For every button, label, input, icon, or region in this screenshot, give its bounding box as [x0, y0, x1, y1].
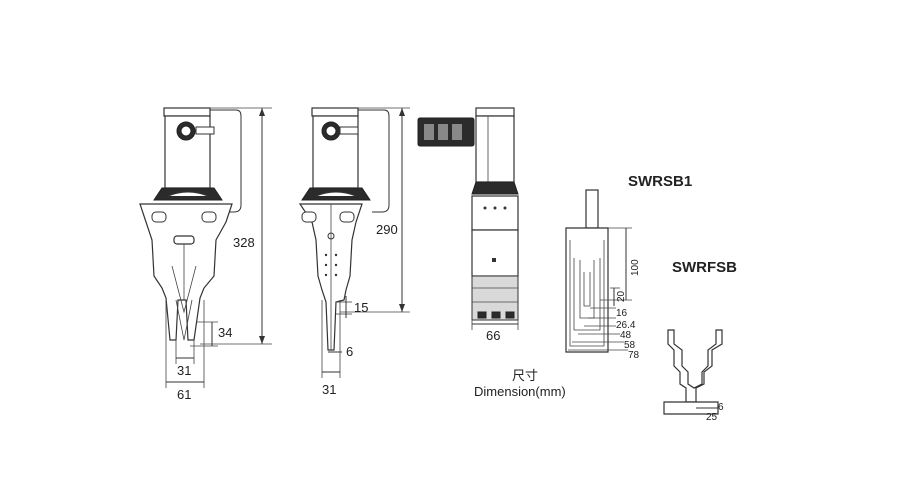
front-jaw-dim: 31: [177, 363, 191, 378]
swrsb1-height-dim: 100: [630, 259, 641, 276]
front-view: [139, 107, 272, 388]
dimension-caption-english: Dimension(mm): [474, 384, 566, 399]
front-tip-dim: 34: [218, 325, 232, 340]
side-height-dim: 290: [376, 222, 398, 237]
side-step-dim: 15: [354, 300, 368, 315]
rear-view: [417, 107, 519, 330]
swrfsb-jaw: [663, 329, 723, 415]
swrfsb-d25-dim: 25: [706, 412, 718, 423]
swrsb1-d26-4-dim: 26.4: [616, 320, 636, 331]
swrsb1-title: SWRSB1: [628, 173, 692, 190]
front-height-dim: 328: [233, 235, 255, 250]
swrsb1-d78-dim: 78: [628, 350, 640, 361]
side-tip-dim: 6: [346, 344, 353, 359]
swrsb1-d58-dim: 58: [624, 340, 636, 351]
swrsb1-d48-dim: 48: [620, 330, 632, 341]
rear-width-dim: 66: [486, 328, 500, 343]
swrsb1-step-dim: 20: [616, 290, 627, 302]
swrsb1-jaw: [565, 189, 632, 353]
side-view: [298, 107, 410, 378]
side-width-dim: 31: [322, 382, 336, 397]
swrsb1-d16-dim: 16: [616, 308, 628, 319]
swrfsb-title: SWRFSB: [672, 259, 737, 276]
swrfsb-d6-dim: 6: [718, 402, 724, 413]
dimension-caption-chinese: 尺寸: [512, 368, 538, 383]
front-width-dim: 61: [177, 387, 191, 402]
